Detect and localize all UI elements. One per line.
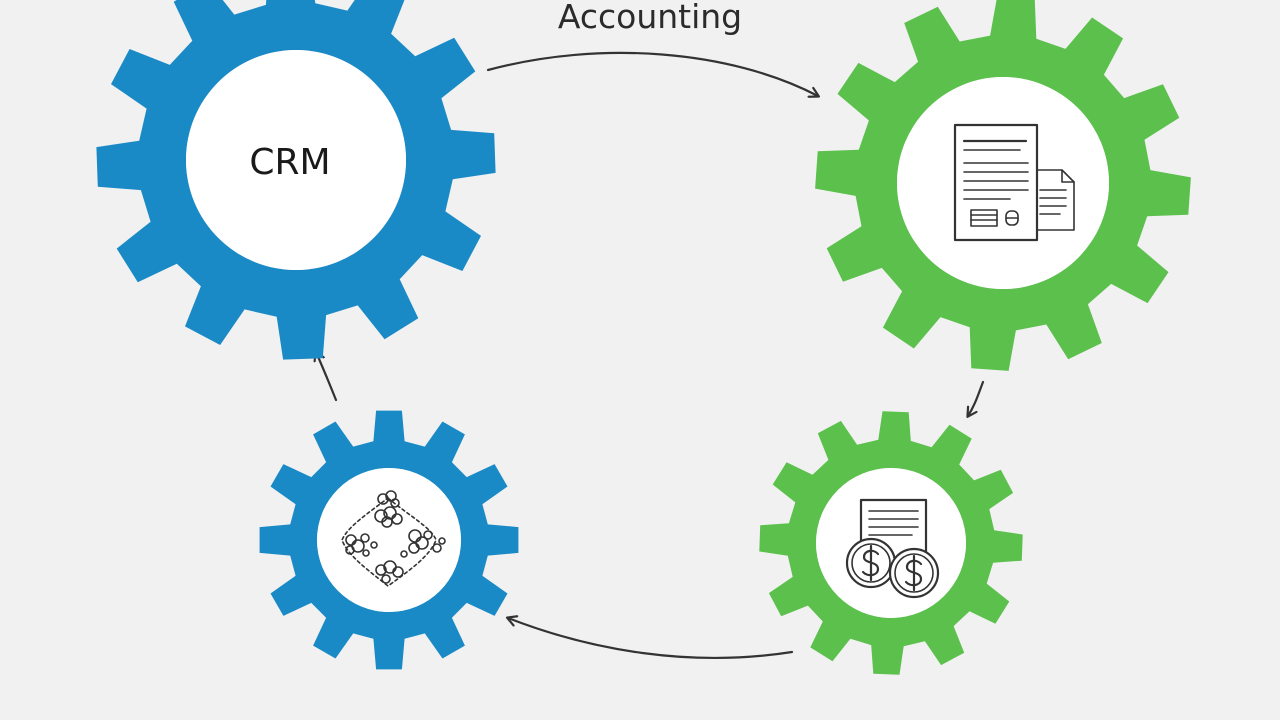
network-gear [259, 410, 519, 670]
accounting-label: Accounting [558, 0, 742, 36]
accounting-gear-body [815, 0, 1191, 371]
crm-label: CRM [249, 142, 330, 183]
network-icon [341, 490, 446, 587]
crm-gear-body [96, 0, 496, 360]
arrow-billing-to-network [508, 618, 794, 659]
invoice-coins-icon [845, 498, 940, 599]
billing-gear-body [759, 411, 1023, 675]
accounting-gear [815, 0, 1191, 371]
network-gear-center [317, 468, 461, 612]
crm-gear-center [186, 50, 406, 270]
document-icon [953, 123, 1075, 242]
arrow-crm-to-accounting [486, 51, 818, 96]
billing-gear [759, 411, 1023, 675]
crm-gear: CRM [96, 0, 496, 360]
arrow-network-to-crm [316, 352, 338, 402]
arrow-accounting-to-billing [968, 380, 985, 416]
network-gear-body [259, 410, 519, 670]
